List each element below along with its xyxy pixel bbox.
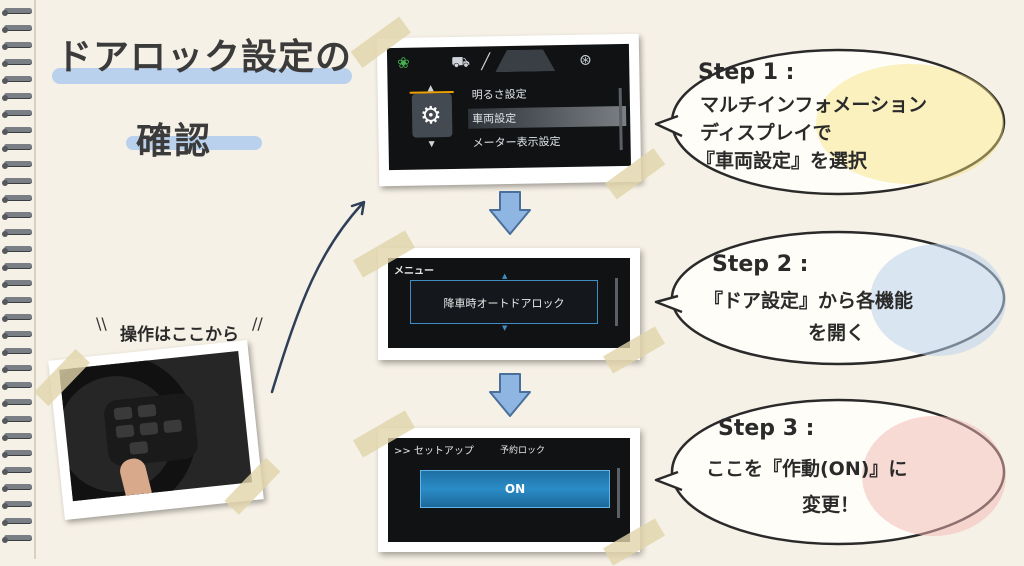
scrollbar <box>615 278 618 326</box>
step2-line-1: 『ドア設定』から各機能 <box>704 290 914 312</box>
spiral-ring <box>2 127 32 135</box>
spiral-ring <box>2 25 32 33</box>
spiral-ring <box>2 42 32 50</box>
screen-header: メニュー <box>394 266 434 277</box>
spiral-ring <box>2 365 32 373</box>
spiral-ring <box>2 450 32 458</box>
spiral-ring <box>2 280 32 288</box>
spiral-ring <box>2 314 32 322</box>
emphasis-marks: // <box>252 314 263 333</box>
emphasis-marks: \\ <box>96 314 107 333</box>
spiral-ring <box>2 433 32 441</box>
step1-line-3: 『車両設定』を選択 <box>696 150 868 172</box>
screen-photo-2: メニュー ▲ 降車時オートドアロック ▼ <box>353 230 665 374</box>
step1-line-2: ディスプレイで <box>700 122 832 144</box>
screen-photo-3: >> セットアップ 予約ロック ON <box>353 410 665 566</box>
spiral-ring <box>2 195 32 203</box>
title-line-1: ドアロック設定の <box>56 37 353 78</box>
on-button[interactable]: ON <box>420 470 610 508</box>
down-arrow-icon <box>489 373 531 417</box>
screen-subheader: 予約ロック <box>500 446 546 456</box>
step3-label: Step 3 : <box>718 416 815 441</box>
step1-label: Step 1 : <box>698 60 795 85</box>
spiral-ring <box>2 144 32 152</box>
spiral-ring <box>2 229 32 237</box>
step1-line-1: マルチインフォメーション <box>700 94 928 116</box>
spiral-ring <box>2 8 32 16</box>
spiral-ring <box>2 161 32 169</box>
spiral-ring <box>2 399 32 407</box>
screen-header: >> セットアップ <box>394 446 474 457</box>
spiral-ring <box>2 93 32 101</box>
title-highlight <box>52 68 352 84</box>
spiral-ring <box>2 501 32 509</box>
option-auto-door-lock[interactable]: 降車時オートドアロック <box>410 280 598 324</box>
caret-up-icon: ▲ <box>502 272 508 280</box>
display-screen-3: >> セットアップ 予約ロック ON <box>388 438 630 542</box>
caret-down-icon: ▼ <box>502 324 508 332</box>
spiral-ring <box>2 110 32 118</box>
page-edge <box>34 0 36 559</box>
spiral-ring <box>2 416 32 424</box>
spiral-ring <box>2 331 32 339</box>
spiral-ring <box>2 76 32 84</box>
spiral-ring <box>2 263 32 271</box>
notebook-spiral <box>0 0 40 559</box>
step2-bubble: Step 2 : 『ドア設定』から各機能 を開く <box>652 226 1012 372</box>
scrollbar <box>617 468 620 518</box>
spiral-ring <box>2 297 32 305</box>
step3-bubble: Step 3 : ここを『作動(ON)』に 変更！ <box>652 392 1012 554</box>
spiral-ring <box>2 178 32 186</box>
spiral-ring <box>2 212 32 220</box>
step3-line-2: 変更！ <box>802 494 860 516</box>
option-label: 降車時オートドアロック <box>443 297 565 310</box>
display-screen-2: メニュー ▲ 降車時オートドアロック ▼ <box>388 258 630 348</box>
spiral-ring <box>2 382 32 390</box>
spiral-ring <box>2 59 32 67</box>
step2-line-2: を開く <box>808 322 866 344</box>
step2-label: Step 2 : <box>712 252 809 277</box>
spiral-ring <box>2 518 32 526</box>
title-line-2: 確認 <box>136 121 213 162</box>
step3-line-1: ここを『作動(ON)』に <box>706 458 908 480</box>
title-highlight-2 <box>126 136 262 150</box>
on-label: ON <box>504 482 526 496</box>
spiral-ring <box>2 348 32 356</box>
spiral-ring <box>2 246 32 254</box>
start-label: 操作はここから <box>120 325 239 345</box>
spiral-ring <box>2 484 32 492</box>
spiral-ring <box>2 467 32 475</box>
step1-bubble: Step 1 : マルチインフォメーション ディスプレイで 『車両設定』を選択 <box>652 42 1012 198</box>
spiral-ring <box>2 535 32 543</box>
down-arrow-icon <box>489 191 531 235</box>
